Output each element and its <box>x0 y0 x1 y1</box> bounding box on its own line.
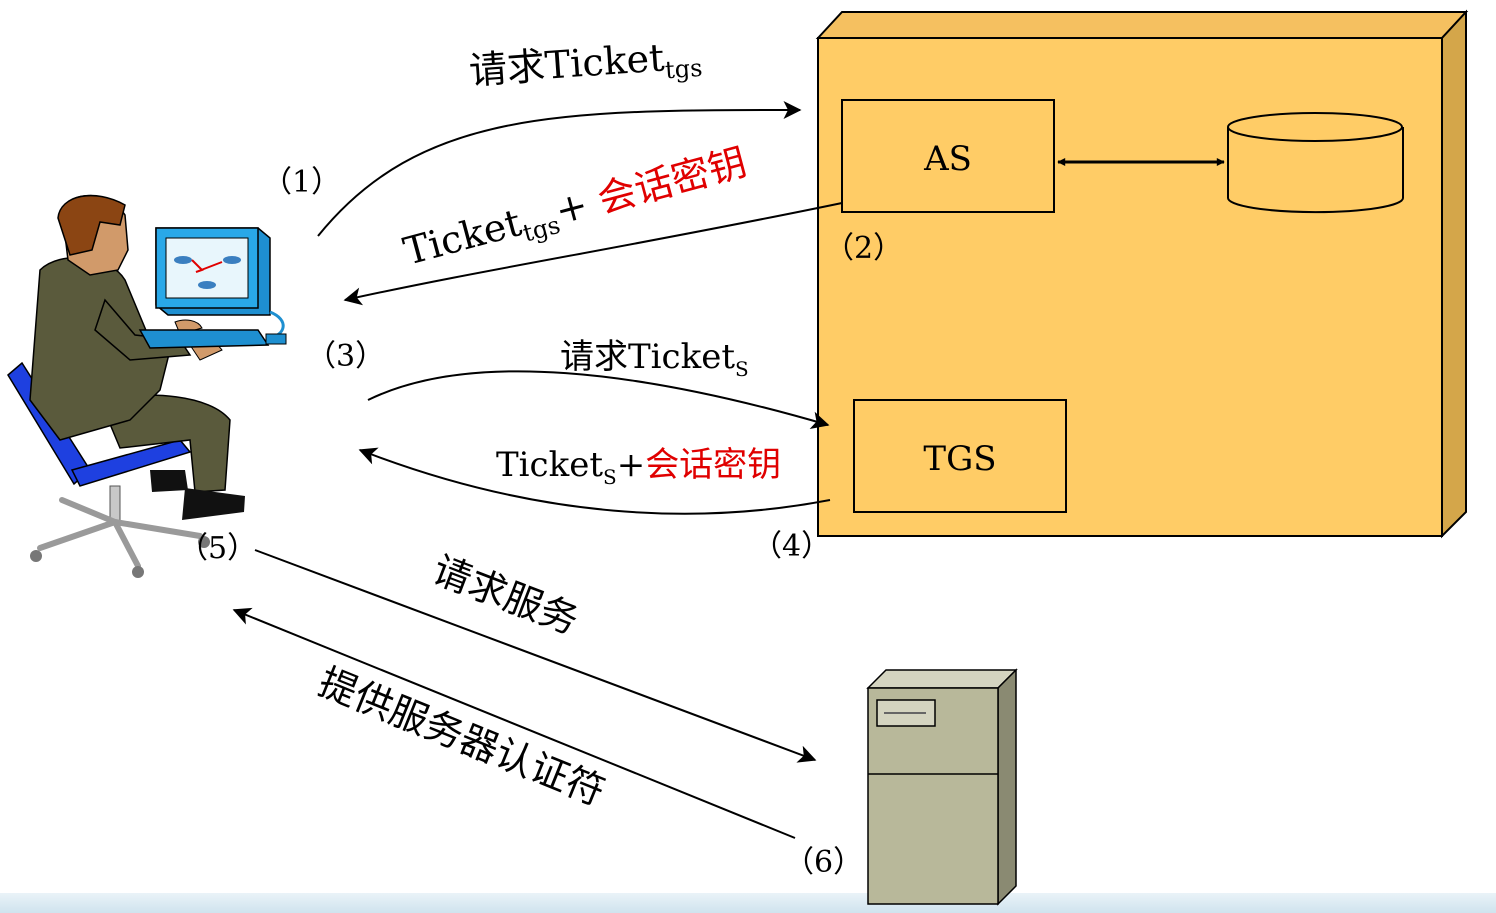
arrow-3-request-ts <box>367 370 830 430</box>
as-label: AS <box>923 139 972 179</box>
step-6: （6） <box>784 845 863 880</box>
bottom-strip <box>0 893 1496 913</box>
message-4-label: TicketS+会话密钥 <box>496 445 781 489</box>
message-1-label: 请求Tickettgs <box>468 33 704 98</box>
user-icon <box>7 194 287 578</box>
message-1-main: 请求Ticket <box>468 35 666 93</box>
step-2: （2） <box>824 231 903 266</box>
message-4-key: 会话密钥 <box>645 445 781 485</box>
message-2-main: Ticket <box>399 200 526 273</box>
database-icon <box>1227 112 1404 214</box>
step-3: （3） <box>306 339 385 374</box>
server-icon <box>866 668 1018 906</box>
message-2-label: Tickettgs+ 会话密钥 <box>399 140 753 279</box>
arrow-4-ticket-s <box>358 447 831 515</box>
computer-icon <box>138 227 287 349</box>
message-3-sub: S <box>735 357 749 381</box>
message-5-label: 请求服务 <box>427 547 585 643</box>
message-2-key: 会话密钥 <box>593 140 751 222</box>
message-3-label: 请求TicketS <box>560 337 749 381</box>
message-1-sub: tgs <box>664 54 703 85</box>
arrow-2-ticket-tgs <box>343 202 843 306</box>
message-4-sub: S <box>603 465 617 489</box>
arrow-1-request-tgs <box>317 101 802 237</box>
step-1: （1） <box>262 165 341 200</box>
message-6-label: 提供服务器认证符 <box>313 660 611 815</box>
tgs-label: TGS <box>923 439 996 479</box>
step-5: （5） <box>178 531 257 566</box>
arrow-5-request-service <box>254 549 817 763</box>
as-node: AS <box>841 99 1055 213</box>
message-4-main: Ticket <box>496 445 603 485</box>
message-4-plus: + <box>617 445 646 485</box>
step-4: （4） <box>752 529 831 564</box>
message-3-main: 请求Ticket <box>560 337 735 377</box>
arrow-6-authenticator <box>232 607 796 839</box>
tgs-node: TGS <box>853 399 1067 513</box>
